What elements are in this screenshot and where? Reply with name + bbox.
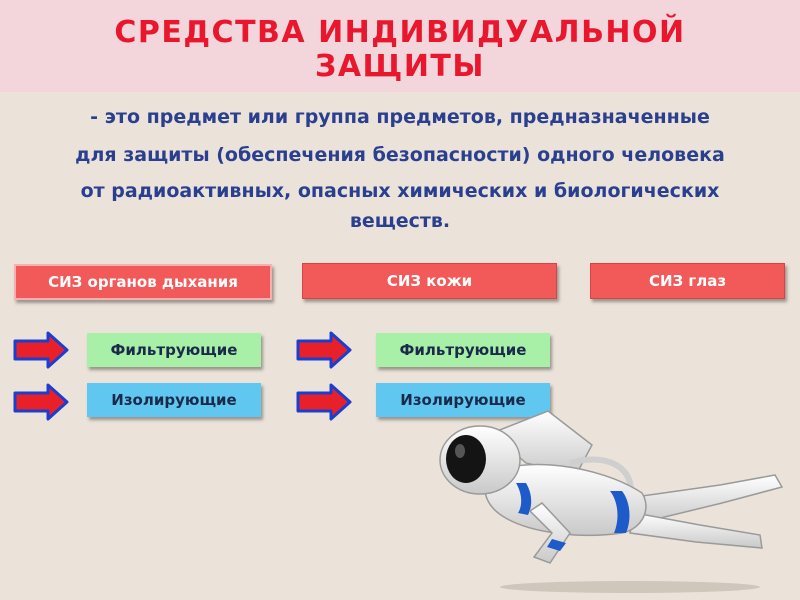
definition-line-2: для защиты (обеспечения безопасности) од… bbox=[75, 144, 725, 166]
slide-title-line-1: СРЕДСТВА ИНДИВИДУАЛЬНОЙ bbox=[114, 15, 686, 50]
respiratory-isolating-box: Изолирующие bbox=[87, 383, 261, 417]
right-arrow-icon bbox=[296, 331, 352, 369]
category-skin-ppe: СИЗ кожи bbox=[302, 263, 557, 299]
respiratory-filtering-box: Фильтрующие bbox=[87, 333, 261, 367]
category-eye-ppe: СИЗ глаз bbox=[590, 263, 785, 299]
slide-title-line-2: ЗАЩИТЫ bbox=[315, 49, 485, 84]
right-arrow-icon bbox=[296, 383, 352, 421]
definition-line-4: веществ. bbox=[349, 210, 451, 232]
astronaut-illustration bbox=[439, 410, 784, 593]
title-bar: СРЕДСТВА ИНДИВИДУАЛЬНОЙ ЗАЩИТЫ bbox=[0, 0, 800, 92]
right-arrow-icon bbox=[13, 331, 69, 369]
definition-line-3: от радиоактивных, опасных химических и б… bbox=[80, 180, 720, 202]
skin-isolating-box: Изолирующие bbox=[376, 383, 550, 417]
definition-line-1: - это предмет или группа предметов, пред… bbox=[90, 106, 710, 128]
skin-filtering-box: Фильтрующие bbox=[376, 333, 550, 367]
category-respiratory-ppe: СИЗ органов дыхания bbox=[14, 264, 272, 300]
right-arrow-icon bbox=[13, 383, 69, 421]
